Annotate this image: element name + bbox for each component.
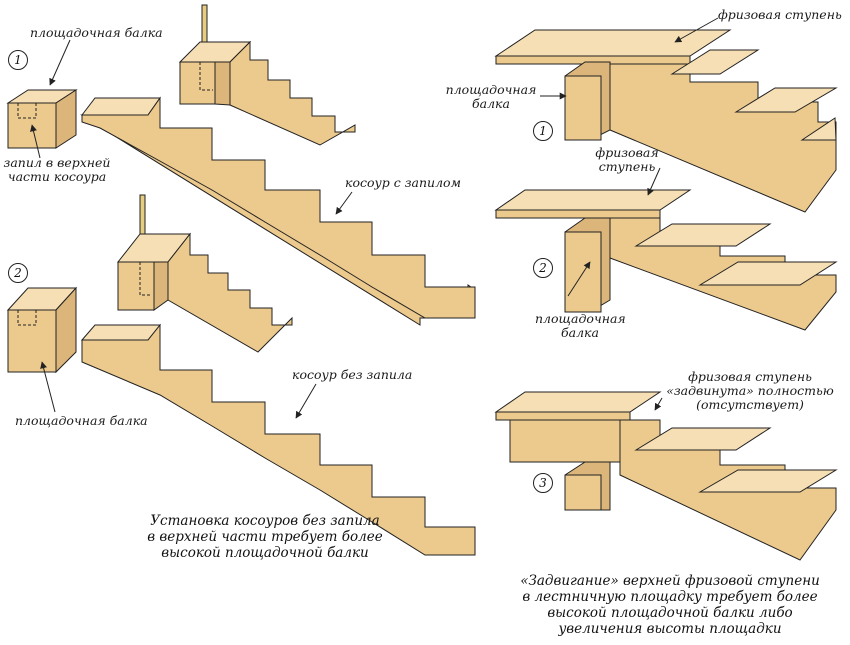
variant-number-right-2: 2 (533, 258, 553, 278)
beam-label-right-1: площадочная балка (445, 83, 537, 111)
frieze-label-right-3-line-1: фризовая ступень (688, 369, 812, 384)
beam-label-left-1: площадочная балка (30, 25, 163, 40)
frieze-label-right-3: фризовая ступень «задвинута» полностью (… (655, 370, 845, 412)
notch-label: запил в верхней части косоура (2, 156, 112, 184)
arrow-notch (30, 124, 41, 159)
beam-label-right-1-line-2: балка (472, 96, 510, 111)
arrow-beam-1 (49, 39, 71, 86)
caption-left-line-2: в верхней части требует более (147, 529, 383, 545)
beam-label-right-2: площадочная балка (535, 311, 626, 340)
variant-number-left-2: 2 (8, 263, 28, 283)
arrow-beam-2 (40, 361, 56, 413)
back-stringer-1 (178, 40, 356, 146)
arrow-frieze-3 (654, 397, 663, 411)
caption-left: Установка косоуров без запила в верхней … (10, 513, 520, 561)
stringer-no-notch-label: косоур без запила (292, 367, 413, 382)
caption-left-line-1: Установка косоуров без запила (150, 513, 380, 529)
frieze-label-right-1: фризовая ступень (718, 7, 842, 22)
right-stair-2 (494, 189, 838, 331)
frieze-label-right-3-line-2: «задвинута» полностью (666, 383, 834, 398)
notch-label-line-1: запил в верхней (3, 155, 111, 170)
landing-beam-piece-1 (6, 89, 78, 149)
variant-number-right-3: 3 (533, 473, 553, 493)
caption-right-line-3: высокой площадочной балки либо (547, 605, 793, 621)
caption-right-line-2: в лестничную площадку требует более (522, 589, 818, 605)
stringer-notch-label: косоур с запилом (345, 175, 461, 190)
caption-right-line-1: «Задвигание» верхней фризовой ступени (520, 573, 820, 589)
caption-right: «Задвигание» верхней фризовой ступени в … (500, 573, 840, 637)
right-stair-3 (494, 391, 838, 561)
frieze-label-right-2-line-2: ступень (598, 159, 656, 174)
notch-label-line-2: части косоура (7, 169, 107, 184)
right-stair-1 (494, 29, 838, 213)
frieze-label-right-2: фризовая ступень (588, 146, 666, 174)
stringer-without-notch (80, 323, 476, 556)
frieze-label-right-2-line-1: фризовая (595, 145, 659, 160)
beam-label-right-1-line-1: площадочная (445, 82, 537, 97)
beam-label-right-2-line-2: балка (561, 325, 599, 340)
caption-left-line-3: высокой площадочной балки (161, 545, 369, 561)
arrow-beam-r2 (567, 261, 591, 297)
stringer-with-notch (80, 96, 476, 326)
beam-label-left-2: площадочная балка (15, 413, 148, 428)
beam-label-right-2-line-1: площадочная (535, 311, 626, 326)
pole-1 (201, 4, 208, 44)
variant-number-right-1: 1 (533, 121, 553, 141)
pole-2 (139, 194, 146, 236)
arrow-stringer-no-notch (295, 383, 317, 419)
frieze-label-right-3-line-3: (отсутствует) (696, 397, 804, 412)
back-stringer-2 (116, 232, 293, 353)
variant-number-left-1: 1 (8, 50, 28, 70)
arrow-frieze-1 (674, 17, 719, 43)
arrow-stringer-notch (335, 191, 353, 215)
caption-right-line-4: увеличения высоты площадки (558, 621, 782, 637)
landing-beam-piece-2 (6, 286, 78, 374)
arrow-frieze-2 (647, 167, 661, 196)
